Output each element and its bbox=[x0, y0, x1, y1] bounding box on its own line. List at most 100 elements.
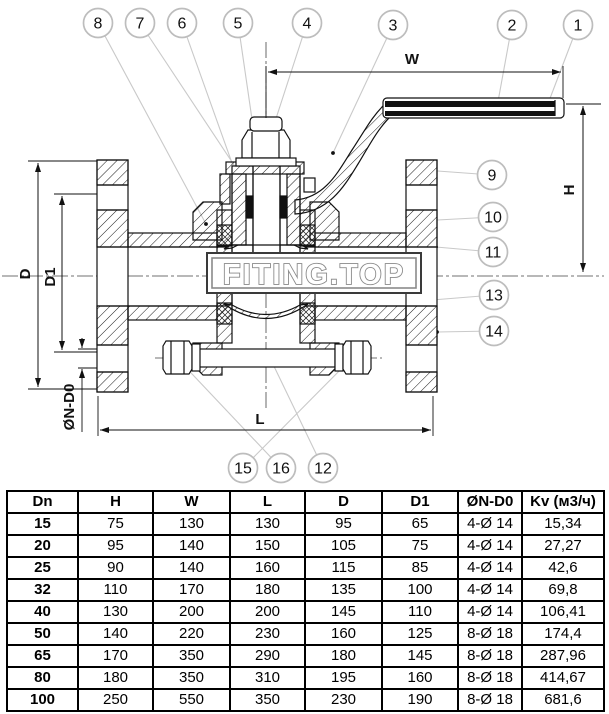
dim-label-d: D bbox=[17, 268, 34, 279]
table-cell: 32 bbox=[6, 578, 79, 602]
callout-4: 4 bbox=[291, 7, 323, 39]
table-cell: 85 bbox=[381, 556, 459, 580]
table-cell: 310 bbox=[229, 666, 306, 690]
callout-number-13: 13 bbox=[485, 288, 503, 305]
table-cell: 160 bbox=[229, 556, 306, 580]
table-cell: 106,41 bbox=[521, 600, 605, 624]
callout-circle-6 bbox=[166, 7, 198, 39]
table-cell: 350 bbox=[152, 644, 231, 668]
callout-7: 7 bbox=[124, 7, 156, 39]
valve-body bbox=[96, 97, 565, 393]
table-header-Dn: Dn bbox=[6, 490, 79, 514]
table-cell: 110 bbox=[381, 600, 459, 624]
table-cell: 290 bbox=[229, 644, 306, 668]
callout-8: 8 bbox=[82, 7, 114, 39]
leader-line-7 bbox=[139, 22, 237, 169]
table-cell: 27,27 bbox=[521, 534, 605, 558]
table-cell: 180 bbox=[229, 578, 306, 602]
table-cell: 110 bbox=[77, 578, 154, 602]
table-cell: 200 bbox=[229, 600, 306, 624]
dim-label-nd0: ØN-D0 bbox=[61, 384, 78, 431]
callout-circle-1 bbox=[562, 9, 594, 41]
callout-14: 14 bbox=[478, 315, 510, 347]
leader-line-8 bbox=[97, 22, 207, 225]
table-cell: 8-Ø 18 bbox=[457, 666, 523, 690]
table-header-D: D bbox=[304, 490, 383, 514]
body-necks bbox=[97, 232, 437, 321]
table-cell: 350 bbox=[152, 666, 231, 690]
callout-circle-16 bbox=[265, 452, 297, 484]
table-cell: 135 bbox=[304, 578, 383, 602]
callout-number-12: 12 bbox=[314, 461, 332, 478]
table-cell: 100 bbox=[6, 688, 79, 712]
callout-number-7: 7 bbox=[136, 16, 145, 33]
callout-number-11: 11 bbox=[485, 245, 502, 262]
callout-number-1: 1 bbox=[574, 18, 583, 35]
callout-13: 13 bbox=[478, 279, 510, 311]
table-cell: 65 bbox=[381, 512, 459, 536]
table-cell: 4-Ø 14 bbox=[457, 578, 523, 602]
dim-label-w: W bbox=[405, 51, 420, 68]
leader-dot-3 bbox=[331, 151, 335, 155]
table-cell: 15 bbox=[6, 512, 79, 536]
table-cell: 180 bbox=[304, 644, 383, 668]
table-cell: 125 bbox=[381, 622, 459, 646]
table-cell: 100 bbox=[381, 578, 459, 602]
callout-9: 9 bbox=[476, 159, 508, 191]
callout-circle-14 bbox=[478, 315, 510, 347]
table-cell: 230 bbox=[229, 622, 306, 646]
callout-circle-12 bbox=[307, 452, 339, 484]
table-cell: 4-Ø 14 bbox=[457, 512, 523, 536]
table-cell: 140 bbox=[152, 556, 231, 580]
callout-6: 6 bbox=[166, 7, 198, 39]
stem-assembly bbox=[217, 116, 316, 259]
callout-number-10: 10 bbox=[484, 210, 502, 227]
table-cell: 90 bbox=[77, 556, 154, 580]
dim-label-l: L bbox=[255, 411, 264, 428]
table-cell: 414,67 bbox=[521, 666, 605, 690]
table-cell: 140 bbox=[77, 622, 154, 646]
table-cell: 145 bbox=[304, 600, 383, 624]
callout-15: 15 bbox=[227, 452, 259, 484]
left-flange bbox=[96, 159, 129, 393]
table-cell: 4-Ø 14 bbox=[457, 534, 523, 558]
table-cell: 25 bbox=[6, 556, 79, 580]
callout-5: 5 bbox=[222, 7, 254, 39]
callout-11: 11 bbox=[477, 236, 509, 268]
ball-valve-section-drawing: W H L D D1 ØN-D0 FITING.TOP 876543219101… bbox=[2, 7, 604, 484]
callout-number-8: 8 bbox=[94, 16, 103, 33]
table-cell: 550 bbox=[152, 688, 231, 712]
table-cell: 170 bbox=[77, 644, 154, 668]
body-bolt bbox=[162, 340, 372, 375]
callout-circle-11 bbox=[477, 236, 509, 268]
table-header-D1: D1 bbox=[381, 490, 459, 514]
callout-number-6: 6 bbox=[178, 16, 187, 33]
callout-1: 1 bbox=[562, 9, 594, 41]
table-cell: 15,34 bbox=[521, 512, 605, 536]
callout-circle-10 bbox=[477, 201, 509, 233]
table-header-L: L bbox=[229, 490, 306, 514]
table-header-ØN-D0: ØN-D0 bbox=[457, 490, 523, 514]
callout-number-2: 2 bbox=[508, 18, 517, 35]
callout-number-3: 3 bbox=[389, 18, 398, 35]
leader-line-16 bbox=[175, 356, 282, 469]
table-cell: 75 bbox=[77, 512, 154, 536]
callout-number-9: 9 bbox=[488, 168, 497, 185]
table-header-Kv (м3/ч): Kv (м3/ч) bbox=[521, 490, 605, 514]
callout-16: 16 bbox=[265, 452, 297, 484]
table-cell: 4-Ø 14 bbox=[457, 556, 523, 580]
table-cell: 200 bbox=[152, 600, 231, 624]
table-cell: 65 bbox=[6, 644, 79, 668]
leader-line-12 bbox=[269, 357, 324, 469]
dim-label-h: H bbox=[561, 185, 578, 196]
callout-circle-9 bbox=[476, 159, 508, 191]
watermark-text: FITING.TOP bbox=[223, 259, 405, 291]
table-cell: 130 bbox=[152, 512, 231, 536]
